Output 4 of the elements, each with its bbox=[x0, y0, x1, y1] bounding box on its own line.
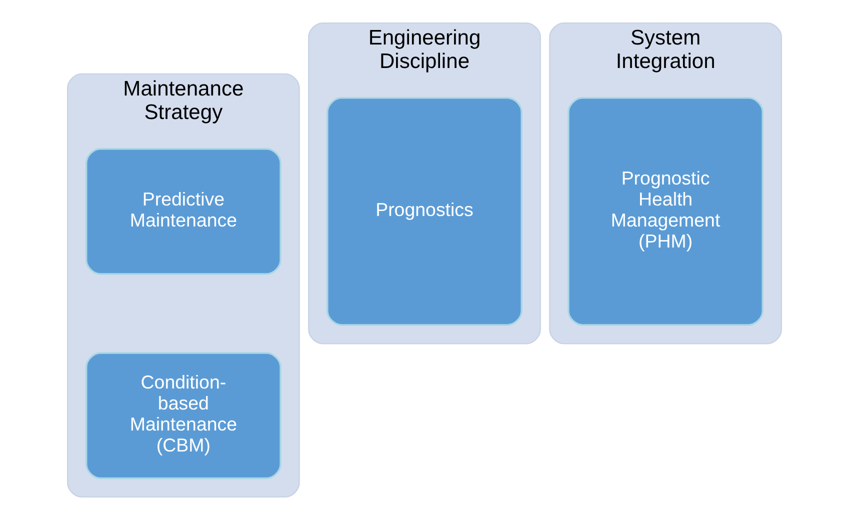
node-box: Prognostics bbox=[326, 96, 522, 326]
node-box: Predictive Maintenance bbox=[85, 147, 282, 274]
node-box: Condition-based Maintenance (CBM) bbox=[85, 352, 282, 479]
node-box: Prognostic Health Management (PHM) bbox=[568, 96, 764, 326]
